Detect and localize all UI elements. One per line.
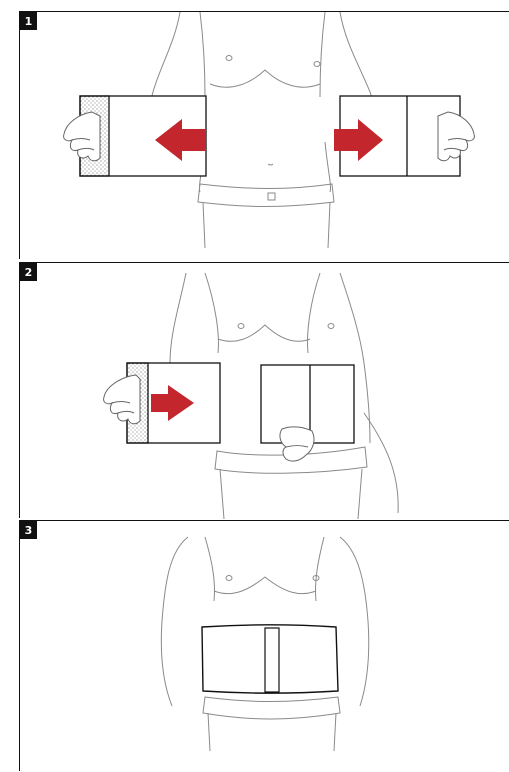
belt-wrapped [202, 625, 338, 694]
hand-left-icon [64, 112, 100, 161]
step-2-illustration [20, 263, 509, 519]
body-details [226, 56, 320, 166]
hand-right-icon [280, 427, 314, 461]
step-2-panel: 2 [19, 262, 509, 518]
step-1-illustration [20, 12, 509, 260]
step-1-panel: 1 [19, 11, 509, 259]
step-3-panel: 3 [19, 520, 509, 771]
hand-right-icon [438, 112, 474, 161]
step-3-illustration [20, 521, 509, 772]
body-details [238, 324, 334, 329]
body-details [226, 576, 319, 581]
hand-left-icon [104, 375, 140, 424]
